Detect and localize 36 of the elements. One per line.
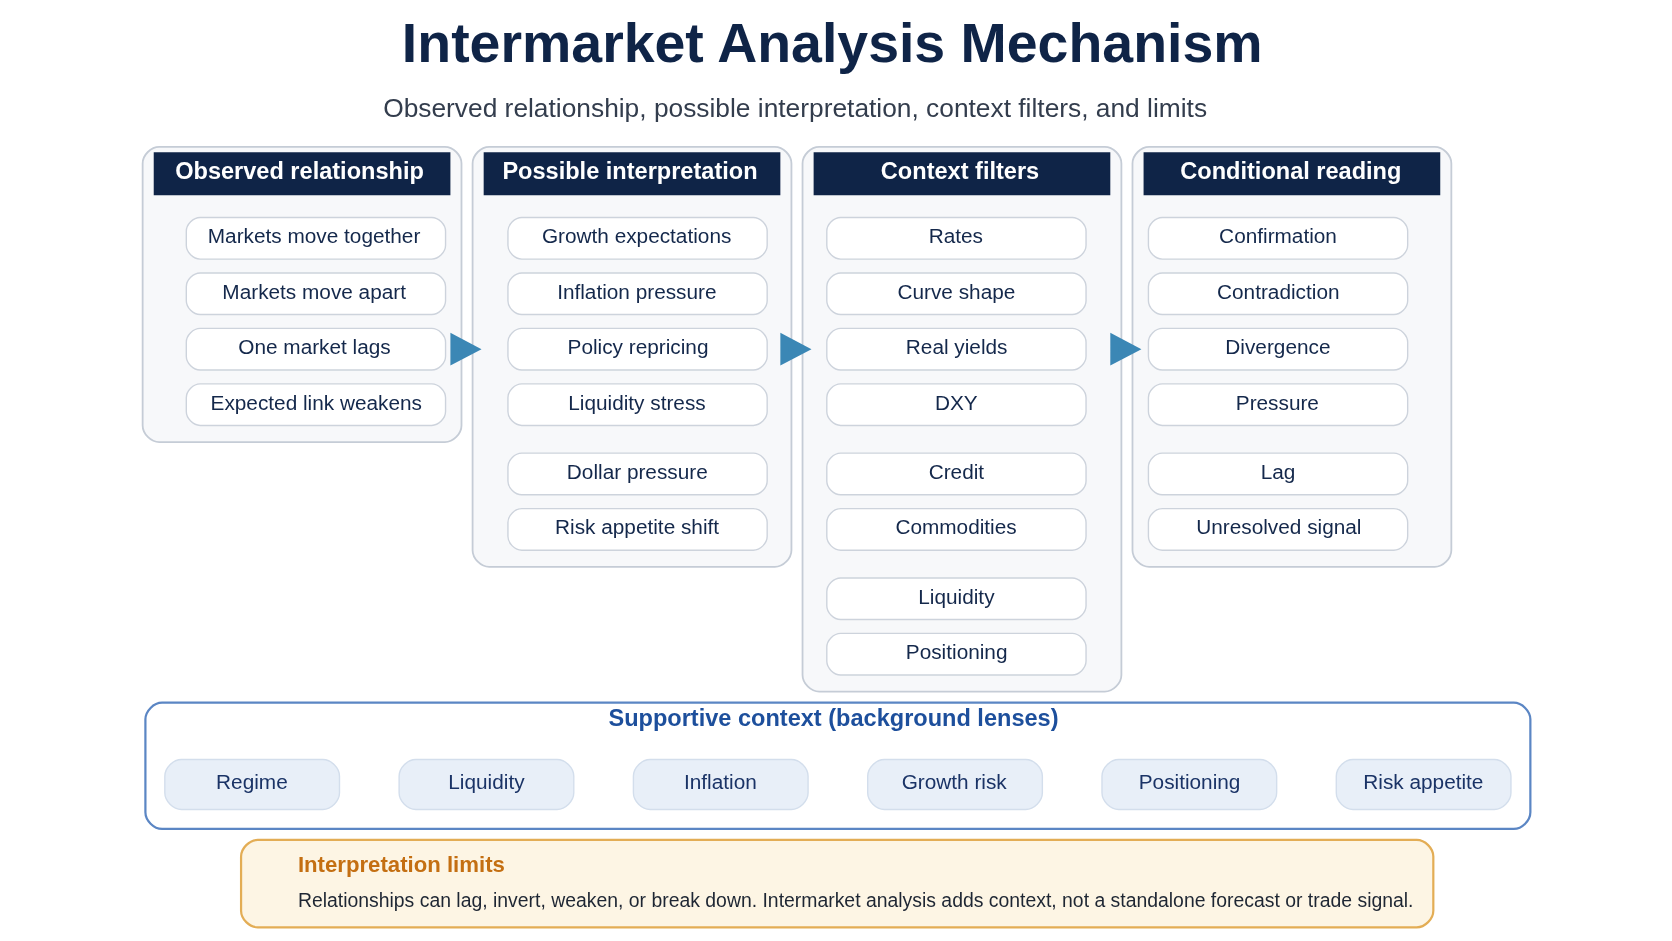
node-box: DXY [825,383,1087,427]
node-box: Policy repricing [506,327,768,371]
node-box: Positioning [825,632,1087,676]
node-box: Inflation pressure [506,272,768,316]
node-box: Divergence [1147,327,1408,371]
node-box: Liquidity [825,577,1087,621]
node-box: One market lags [185,327,446,371]
node-box: Positioning [1100,758,1277,811]
diagram-title: Intermarket Analysis Mechanism [401,12,1263,75]
label: Observed relationship, possible interpretation, context filters, and limits [382,93,1207,124]
arrow [449,332,482,366]
node-box: Interpretation limits Relationships can lag, invert, weaken, or break down. Intermarket analysis adds context, not a standalone forecast or trade signal. [239,838,1434,929]
node-box: Lag [1147,452,1408,496]
node-box: Markets move together [185,216,446,260]
node-box: Credit [825,452,1087,496]
node-box: Risk appetite shift [506,507,768,551]
node-box: Liquidity [397,758,574,811]
node-box: Unresolved signal [1147,507,1408,551]
node-box: Confirmation [1147,216,1408,260]
node-box: Growth expectations [506,216,768,260]
node-box: Real yields [825,327,1087,371]
node-box: Contradiction [1147,272,1408,316]
node-box: Inflation [632,758,809,811]
node-box: Liquidity stress [506,383,768,427]
node-box: Commodities [825,507,1087,551]
node-box: Regime [163,758,340,811]
arrow [779,332,811,366]
node-box: Expected link weakens [185,383,446,427]
node-box: Markets move apart [185,272,446,316]
node-box: Rates [825,216,1087,260]
node-box: Pressure [1147,383,1408,427]
node-box: Growth risk [866,758,1043,811]
arrow [1109,332,1141,366]
node-box: Risk appetite [1335,758,1512,811]
node-box: Curve shape [825,272,1087,316]
node-box: Dollar pressure [506,452,768,496]
